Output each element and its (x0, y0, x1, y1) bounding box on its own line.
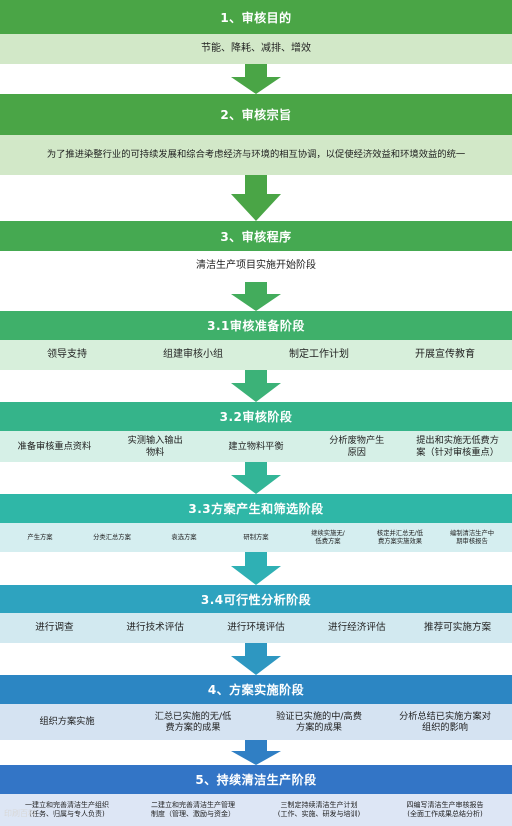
down-arrow-icon (231, 64, 281, 94)
stage-item: 三制定持续清洁生产计划 (工作、实施、研发与培训) (277, 801, 361, 818)
stage-header-5: 3.2审核阶段 (0, 402, 512, 431)
stage-item: 准备审核重点资料 (17, 440, 92, 452)
stage-item: 进行环境评估 (227, 622, 285, 633)
stage-item: 产生方案 (27, 533, 53, 541)
stage-item: 提出和实施无低费方 案（针对审核重点） (416, 435, 499, 458)
down-arrow-icon (231, 740, 281, 765)
stage-item: 制定工作计划 (289, 348, 349, 360)
stage-header-9: 5、持续清洁生产阶段 (0, 765, 512, 794)
down-arrow-icon (231, 370, 281, 402)
stage-item: 验证已实施的中/高费 方案的成果 (276, 710, 362, 734)
stage-item: 节能、降耗、减排、增效 (201, 42, 311, 54)
stage-item: 四编写清洁生产审核报告 (全面工作成果总结分析) (406, 801, 484, 818)
stage-item: 建立物料平衡 (228, 440, 284, 452)
stage-header-1: 1、审核目的 (0, 0, 512, 34)
stage-items-9: 一建立和完善清洁生产组织 (任务、归属与专人负责) 二建立和完善清洁生产管理 制度… (0, 794, 512, 826)
stage-items-2: 为了推进染整行业的可持续发展和综合考虑经济与环境的相互协调，以促使经济效益和环境… (0, 135, 512, 175)
stage-header-2: 2、审核宗旨 (0, 94, 512, 135)
stage-items-5: 准备审核重点资料 实测输入输出 物料 建立物料平衡 分析废物产生 原因 提出和实施无低费… (0, 431, 512, 462)
down-arrow-icon (231, 462, 281, 494)
stage-item: 进行经济评估 (328, 622, 386, 633)
stage-item: 为了推进染整行业的可持续发展和综合考虑经济与环境的相互协调，以促使经济效益和环境… (46, 149, 466, 161)
down-arrow-icon (231, 552, 281, 585)
stage-header-3: 3、审核程序 (0, 221, 512, 251)
stage-items-8: 组织方案实施 汇总已实施的无/低 费方案的成果 验证已实施的中/高费 方案的成果 分析… (0, 704, 512, 740)
stage-items-3: 清洁生产项目实施开始阶段 (0, 251, 512, 282)
stage-item: 领导支持 (47, 348, 87, 360)
stage-item: 汇总已实施的无/低 费方案的成果 (154, 710, 232, 734)
stage-item: 开展宣传教育 (415, 348, 475, 360)
stage-item: 清洁生产项目实施开始阶段 (196, 260, 316, 272)
stage-item: 组织方案实施 (39, 716, 95, 728)
stage-item: 分析废物产生 原因 (329, 435, 385, 458)
stage-item: 分析总结已实施方案对 组织的影响 (399, 710, 491, 734)
stage-items-4: 领导支持 组建审核小组 制定工作计划 开展宣传教育 (0, 340, 512, 370)
stage-items-7: 进行调查 进行技术评估 进行环境评估 进行经济评估 推荐可实施方案 (0, 613, 512, 643)
stage-item: 二建立和完善清洁生产管理 制度（管理、激励与资金） (151, 801, 235, 818)
stage-item: 进行技术评估 (126, 622, 184, 633)
stage-header-4: 3.1审核准备阶段 (0, 311, 512, 340)
stage-item: 推荐可实施方案 (424, 622, 492, 633)
stage-item: 编制清洁生产中 期审核报告 (449, 529, 495, 545)
stage-item: 核定并汇总无/低 费方案实施效果 (376, 529, 424, 545)
down-arrow-icon (231, 643, 281, 675)
stage-items-1: 节能、降耗、减排、增效 (0, 34, 512, 64)
stage-item: 组建审核小组 (163, 348, 223, 360)
stage-header-8: 4、方案实施阶段 (0, 675, 512, 704)
stage-item: 继续实施无/ 低费方案 (311, 529, 345, 545)
watermark: 印刷百科 (4, 809, 36, 818)
down-arrow-icon (231, 282, 281, 311)
stage-item: 实测输入输出 物料 (127, 435, 183, 458)
stage-item: 研制方案 (243, 533, 269, 541)
down-arrow-icon (231, 175, 281, 221)
stage-item: 分类汇总方案 (93, 533, 131, 541)
stage-item: 一建立和完善清洁生产组织 (任务、归属与专人负责) (25, 801, 109, 818)
stage-header-6: 3.3方案产生和筛选阶段 (0, 494, 512, 523)
stage-items-6: 产生方案 分类汇总方案 袁选方案 研制方案 继续实施无/ 低费方案 核定并汇总无/低 费方… (0, 523, 512, 552)
stage-item: 进行调查 (35, 622, 74, 633)
stage-header-7: 3.4可行性分析阶段 (0, 585, 512, 613)
stage-item: 袁选方案 (171, 533, 197, 541)
